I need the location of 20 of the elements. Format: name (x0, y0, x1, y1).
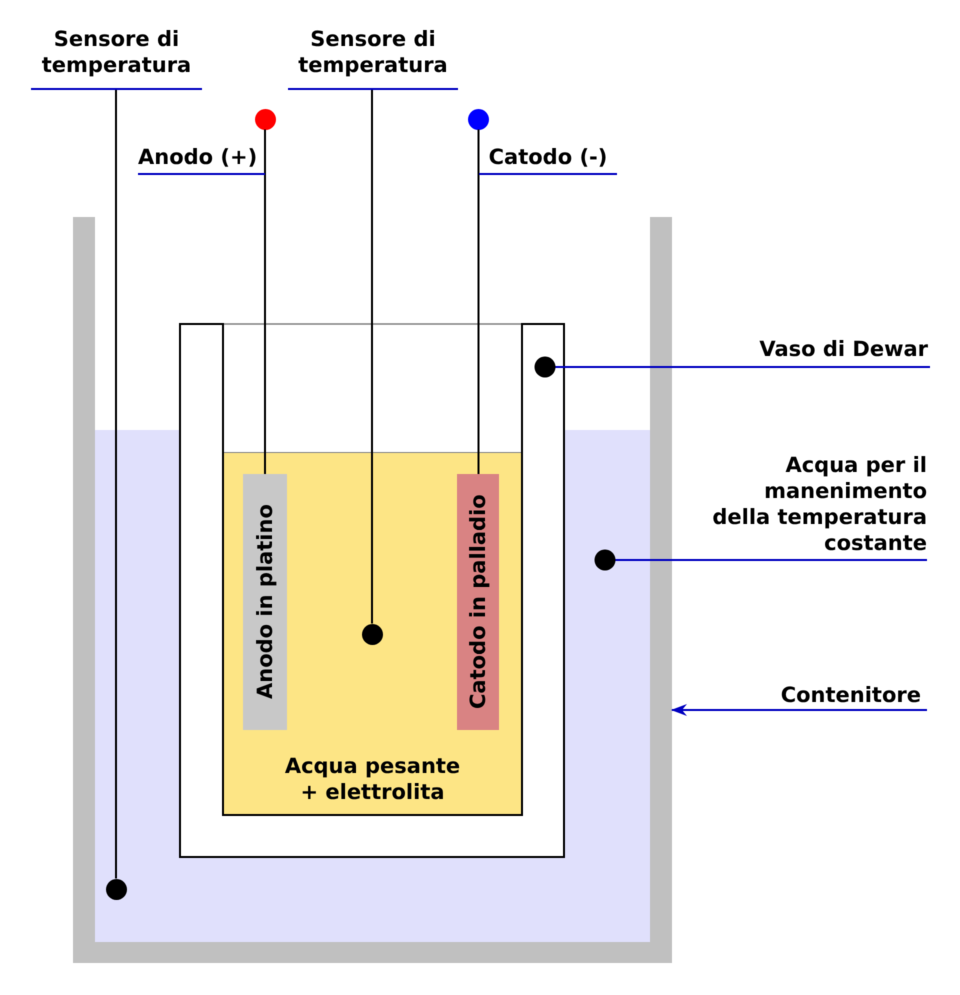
callout-label: Sensore di temperatura (288, 26, 458, 90)
electrolyte-liquid (224, 452, 521, 814)
dewar-flask (179, 323, 565, 858)
terminal-dot (468, 108, 489, 130)
liquid-label: Acqua pesante + elettrolita (284, 753, 462, 805)
terminal-dot (254, 108, 276, 130)
container-with-water (73, 217, 672, 963)
sensor-probe (115, 90, 117, 878)
callout-label: Contenitore (780, 682, 927, 710)
callout-label: Acqua per il manenimento della temperatura costante (701, 452, 927, 560)
sensor-tip (362, 624, 382, 644)
callout-label: Vaso di Dewar (759, 336, 930, 367)
leader-line (594, 550, 927, 570)
callout-label: Catodo (-) (479, 144, 617, 175)
electrode-bar: Catodo in palladio (457, 474, 499, 730)
electrode-bar: Anodo in platino (243, 474, 287, 730)
sensor-probe (371, 90, 373, 624)
callout-label: Sensore di temperatura (31, 26, 202, 90)
callout-label: Anodo (+) (138, 144, 265, 175)
arrow (671, 704, 927, 716)
